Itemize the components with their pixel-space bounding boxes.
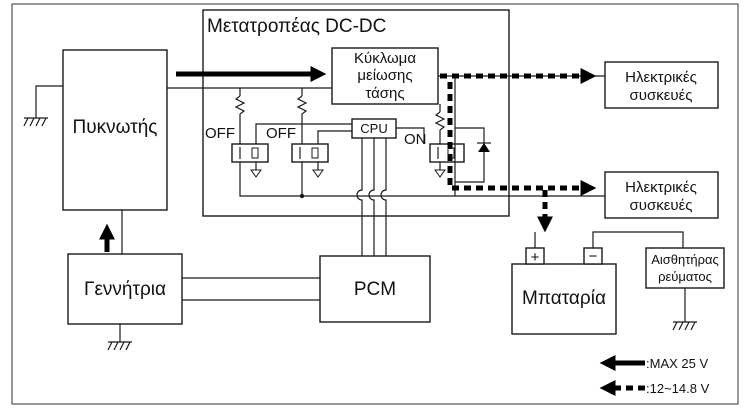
- pcm-label: PCM: [354, 279, 396, 300]
- capacitor-box: [62, 49, 168, 211]
- current-sensor-line2: ρεύματος: [658, 269, 712, 284]
- pcm: PCM: [319, 255, 431, 323]
- generator-label: Γεννήτρια: [84, 279, 166, 300]
- load-1-box: [604, 61, 719, 109]
- battery-plus-label: +: [531, 249, 540, 266]
- generator-box: [67, 253, 183, 325]
- cpu-label: CPU: [360, 121, 387, 136]
- step-down-line3: τάσης: [365, 85, 404, 102]
- battery-minus-label: −: [589, 248, 598, 265]
- step-down-line2: μείωσης: [357, 67, 412, 84]
- battery: + − Μπαταρία: [511, 247, 617, 335]
- load-1: Ηλεκτρικές συσκευές: [604, 61, 719, 109]
- ground-icon: [672, 321, 697, 331]
- battery-label: Μπαταρία: [522, 288, 606, 309]
- switch-1: OFF: [205, 88, 269, 178]
- current-sensor: Αισθητήρας ρεύματος: [645, 247, 725, 331]
- switch-1-label: OFF: [205, 125, 235, 142]
- load-2-line1: Ηλεκτρικές: [625, 179, 697, 196]
- cpu: CPU: [351, 118, 397, 139]
- ground-icon: [107, 341, 132, 351]
- current-sensor-line1: Αισθητήρας: [651, 252, 719, 267]
- load-1-line1: Ηλεκτρικές: [625, 69, 697, 86]
- dc-dc-converter-box: [202, 9, 510, 217]
- diode: [455, 127, 491, 183]
- load-2: Ηλεκτρικές συσκευές: [604, 171, 719, 219]
- load-2-box: [604, 171, 719, 219]
- load-1-line2: συσκευές: [629, 87, 692, 104]
- switch-2: OFF: [266, 88, 329, 199]
- legend-dashed-label: :12~14.8 V: [646, 381, 710, 396]
- pcm-box: [319, 255, 431, 323]
- converter-title: Μετατροπέας DC-DC: [207, 16, 386, 37]
- cpu-switch1-wire: [255, 123, 352, 144]
- step-down-box: [331, 47, 439, 105]
- legend-solid-label: :MAX 25 V: [646, 356, 708, 371]
- capacitor-ground-wire: [35, 85, 63, 118]
- step-down-line1: Κύκλωμα: [354, 50, 416, 67]
- capacitor-label: Πυκνωτής: [73, 117, 158, 138]
- battery-minus-wire: [592, 231, 684, 248]
- outer-frame: [11, 3, 739, 405]
- converter-bus-wire: [239, 162, 455, 197]
- ground-icon: [23, 117, 48, 127]
- cpu-switch3-wire: [396, 127, 425, 144]
- cpu-switch2-wire: [317, 130, 352, 144]
- switch-3-label: ON: [404, 131, 427, 148]
- step-down-circuit: Κύκλωμα μείωσης τάσης: [331, 47, 439, 105]
- battery-box: [511, 263, 617, 335]
- capacitor: Πυκνωτής: [23, 49, 168, 211]
- switch-2-label: OFF: [266, 125, 296, 142]
- cpu-pcm-bus: [356, 138, 387, 256]
- legend: :MAX 25 V :12~14.8 V: [599, 354, 710, 397]
- load-2-line2: συσκευές: [629, 197, 692, 214]
- generator: Γεννήτρια: [67, 253, 183, 351]
